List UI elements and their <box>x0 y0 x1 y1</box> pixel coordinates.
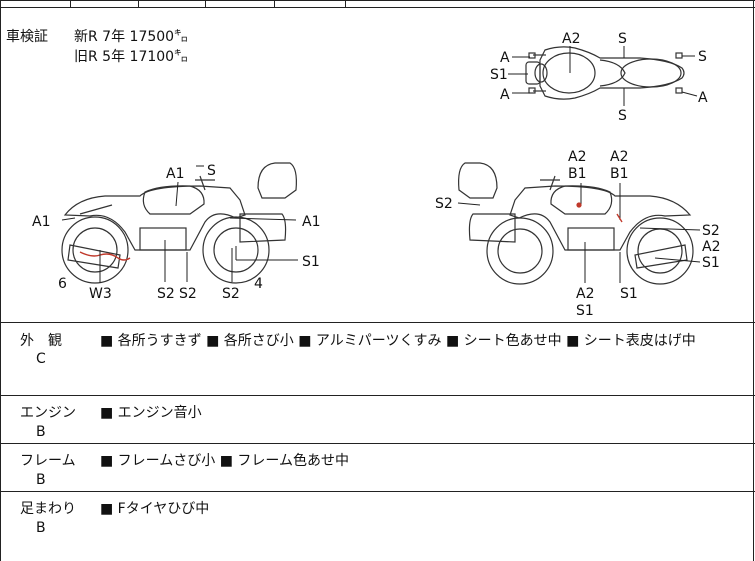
right-bike-label: A2 <box>610 149 628 165</box>
top-label: A <box>698 90 708 106</box>
top-label: S <box>618 31 627 47</box>
right-bike-label: S1 <box>576 303 594 319</box>
right-bike-label: B1 <box>568 166 587 182</box>
row-divider <box>0 322 755 323</box>
top-label: S1 <box>490 67 508 83</box>
left-bike-label: A1 <box>32 214 50 230</box>
inspection-new: 新R 7年 17500㌔ <box>74 29 189 45</box>
condition-label-engine: エンジン <box>20 405 76 421</box>
row-divider <box>0 491 755 492</box>
top-view-bike <box>525 46 685 100</box>
condition-label-suspension: 足まわり <box>20 501 76 517</box>
right-border <box>753 0 754 561</box>
left-bike-label: 4 <box>254 276 263 292</box>
condition-items-exterior: ■ 各所うすきず ■ 各所さび小 ■ アルミパーツくすみ ■ シート色あせ中 ■… <box>100 333 696 349</box>
left-bike-label: S2 <box>222 286 240 302</box>
right-bike-label: B1 <box>610 166 629 182</box>
condition-label-exterior: 外 観 <box>20 333 62 349</box>
row-divider <box>0 395 755 396</box>
right-bike-label: S1 <box>702 255 720 271</box>
inspection-old: 旧R 5年 17100㌔ <box>74 49 189 65</box>
condition-label-frame: フレーム <box>20 453 76 469</box>
right-bike-label: S2 <box>435 196 453 212</box>
top-label: A <box>500 87 510 103</box>
header-divider <box>345 0 346 7</box>
condition-items-frame: ■ フレームさび小 ■ フレーム色あせ中 <box>100 453 349 469</box>
condition-items-suspension: ■ Fタイヤひび中 <box>100 501 210 517</box>
left-border <box>0 0 1 561</box>
inspection-label: 車検証 <box>6 29 48 45</box>
top-label: A <box>500 50 510 66</box>
left-bike-label: S2 <box>157 286 175 302</box>
top-label: S <box>618 108 627 124</box>
left-bike-label: A1 <box>302 214 320 230</box>
right-bike-label: S2 <box>702 223 720 239</box>
left-side-bike <box>61 162 297 284</box>
header-divider <box>274 0 275 7</box>
row-divider <box>0 443 755 444</box>
left-bike-label: 6 <box>58 276 67 292</box>
header-strip <box>0 0 755 8</box>
right-bike-label: A2 <box>568 149 586 165</box>
left-bike-label: S <box>207 163 216 179</box>
header-divider <box>70 0 71 7</box>
condition-grade-frame: B <box>36 472 46 488</box>
right-bike-label: A2 <box>576 286 594 302</box>
top-label: S <box>698 49 707 65</box>
left-bike-label: S1 <box>302 254 320 270</box>
condition-grade-exterior: C <box>36 351 46 367</box>
header-divider <box>138 0 139 7</box>
header-divider <box>205 0 206 7</box>
right-bike-label: S1 <box>620 286 638 302</box>
left-bike-label: A1 <box>166 166 184 182</box>
condition-grade-suspension: B <box>36 520 46 536</box>
left-bike-label: S2 <box>179 286 197 302</box>
condition-items-engine: ■ エンジン音小 <box>100 405 202 421</box>
left-bike-label: W3 <box>89 286 112 302</box>
right-bike-label: A2 <box>702 239 720 255</box>
top-border <box>0 0 755 1</box>
damage-diagram: A S1 A A2 S S A S A1 S A1 A1 S1 6 W3 S2 … <box>32 31 720 319</box>
condition-grade-engine: B <box>36 424 46 440</box>
top-label: A2 <box>562 31 580 47</box>
